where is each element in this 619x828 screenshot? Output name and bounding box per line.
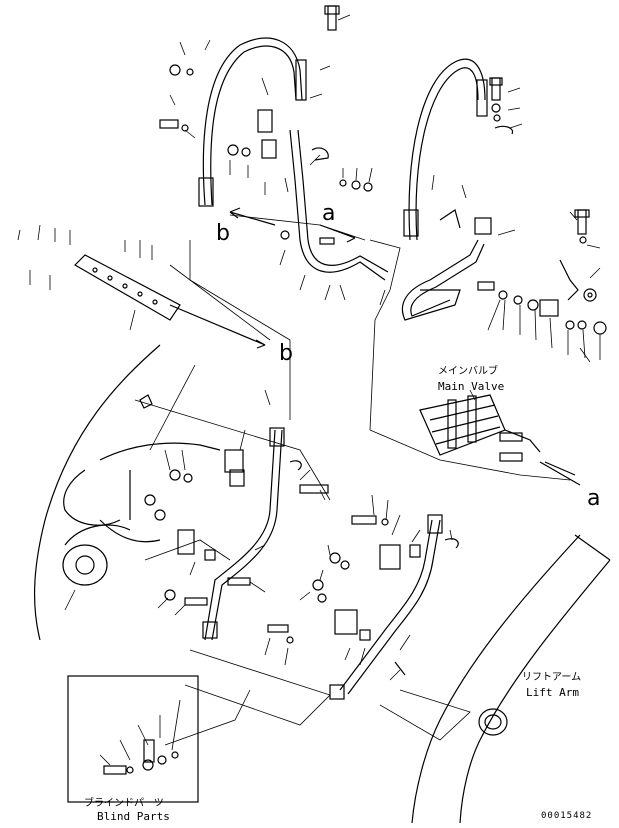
tube-lower-left — [202, 427, 285, 641]
bracket-plate — [74, 254, 181, 321]
lift-arm-label-jp: リフトアーム — [522, 671, 581, 683]
tube-lower-right — [329, 514, 443, 700]
lift-arm-label-en: Lift Arm — [526, 686, 579, 699]
blind-parts-label-jp: ブラインドパーツ — [84, 796, 164, 809]
hose-upper-left — [198, 37, 307, 207]
clamps-bolts-upper — [159, 5, 607, 335]
callout-b-left: b — [216, 221, 230, 246]
main-valve-label-en: Main Valve — [438, 380, 504, 393]
tube-middle-right — [401, 239, 485, 321]
clamps-bolts-lower — [139, 394, 576, 676]
frame-outline — [33, 344, 221, 641]
blind-parts-box — [67, 675, 199, 803]
main-valve-body — [419, 394, 541, 456]
hose-upper-right — [403, 58, 488, 241]
part-leaders — [17, 14, 601, 766]
callout-a-top: a — [322, 201, 335, 226]
main-valve-label-jp: メインバルブ — [438, 364, 498, 377]
drawing-code: 00015482 — [541, 811, 592, 821]
callout-a-right: a — [587, 486, 600, 511]
callout-b-mid: b — [279, 341, 293, 366]
callout-arrows — [169, 207, 581, 486]
leader-lines — [134, 214, 571, 746]
tube-middle-left — [289, 129, 389, 281]
lift-arm-outline — [411, 534, 611, 824]
blind-parts-label-en: Blind Parts — [97, 810, 170, 823]
